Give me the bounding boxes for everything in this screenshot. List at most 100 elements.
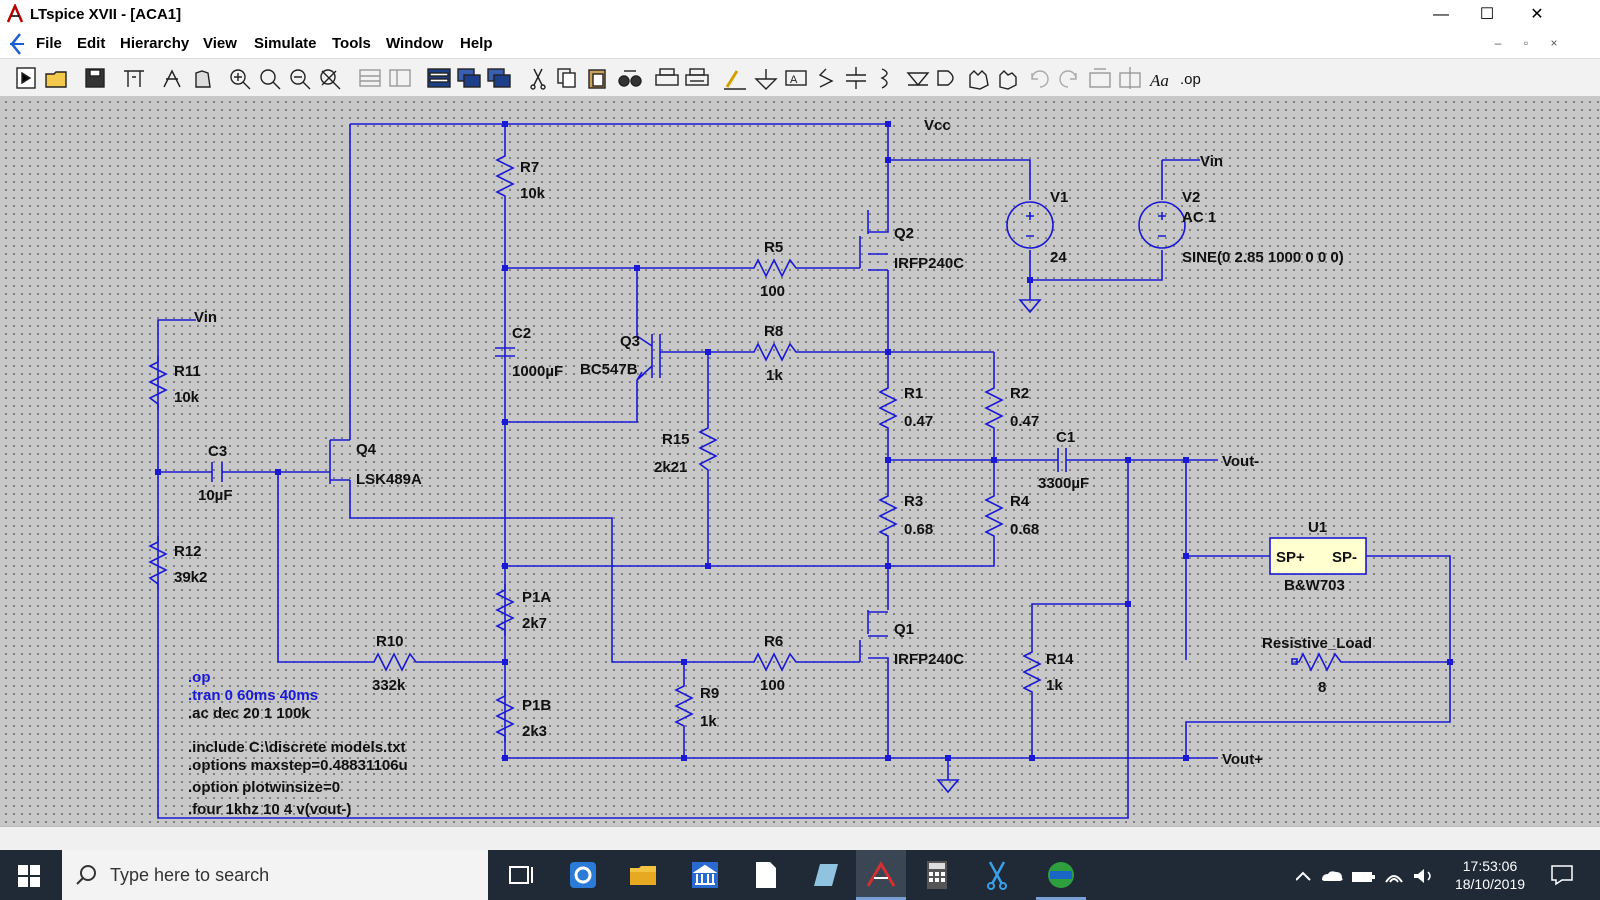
- windows-start-icon[interactable]: [18, 865, 40, 887]
- directive-tran: .tran 0 60ms 40ms: [188, 687, 318, 704]
- v2-sine: SINE(0 2.85 1000 0 0 0): [1182, 249, 1344, 266]
- q3-name: Q3: [620, 333, 640, 350]
- inductor-icon[interactable]: [880, 68, 888, 89]
- component-icon[interactable]: [937, 70, 954, 86]
- ground-icon[interactable]: [754, 69, 778, 90]
- r2-value: 0.47: [1010, 413, 1039, 430]
- new-schematic-icon[interactable]: [16, 67, 36, 89]
- menu-tools[interactable]: Tools: [332, 35, 371, 52]
- move-icon[interactable]: [969, 70, 989, 90]
- mdi-child-icon[interactable]: [6, 32, 26, 56]
- r9-name: R9: [700, 685, 719, 702]
- app-blue-icon[interactable]: [810, 858, 844, 892]
- print-icon[interactable]: [655, 68, 679, 86]
- r14-name: R14: [1046, 651, 1074, 668]
- system-tray-icons[interactable]: [1296, 866, 1466, 886]
- notification-center-icon[interactable]: [1550, 863, 1574, 887]
- r15-value: 2k21: [654, 459, 687, 476]
- r2-name: R2: [1010, 385, 1029, 402]
- save-icon[interactable]: [85, 68, 105, 88]
- zoom-full-icon[interactable]: [320, 69, 341, 90]
- r11-name: R11: [174, 363, 201, 380]
- net-label-vin-top: Vin: [1200, 153, 1223, 170]
- wires[interactable]: [157, 123, 1451, 819]
- text-tool-label[interactable]: Aa: [1149, 71, 1169, 90]
- tile-v-icon[interactable]: [389, 69, 411, 87]
- file-explorer-icon[interactable]: [626, 858, 660, 892]
- minimize-button[interactable]: —: [1433, 6, 1449, 23]
- halt-icon[interactable]: [195, 70, 211, 88]
- cut-icon[interactable]: [530, 68, 546, 90]
- zoom-in-icon[interactable]: [230, 69, 251, 90]
- components[interactable]: [148, 152, 1367, 794]
- run-icon[interactable]: [163, 69, 181, 88]
- q4-value: LSK489A: [356, 471, 422, 488]
- menu-help[interactable]: Help: [460, 35, 493, 52]
- menu-file[interactable]: File: [36, 35, 62, 52]
- menu-window[interactable]: Window: [386, 35, 444, 52]
- find-icon[interactable]: [618, 70, 642, 87]
- cascade-icon[interactable]: [427, 68, 451, 88]
- snipping-tool-icon[interactable]: [980, 858, 1014, 892]
- c3-name: C3: [208, 443, 227, 460]
- menu-simulate[interactable]: Simulate: [254, 35, 317, 52]
- labels: Vcc Vin Vin Vout- Vout+ R7 10k R5 100 R8…: [174, 117, 1372, 768]
- copy-icon[interactable]: [557, 68, 576, 88]
- mdi-restore-button[interactable]: ▫: [1523, 36, 1529, 50]
- tile-h-icon[interactable]: [359, 69, 381, 87]
- green-app-taskbar-button[interactable]: [1036, 850, 1086, 900]
- schematic-canvas[interactable]: Vcc Vin Vin Vout- Vout+ R7 10k R5 100 R8…: [0, 96, 1600, 826]
- ltspice-taskbar-button[interactable]: [856, 850, 906, 900]
- directive-four: .four 1khz 10 4 v(vout-): [188, 801, 351, 818]
- status-bar: [0, 826, 1600, 851]
- spice-directives[interactable]: .op .tran 0 60ms 40ms .ac dec 20 1 100k …: [188, 669, 408, 818]
- diode-icon[interactable]: [906, 72, 930, 87]
- taskbar-clock[interactable]: 17:53:06 18/10/2019: [1440, 857, 1540, 893]
- redo-icon[interactable]: [1059, 70, 1077, 88]
- resistor-icon[interactable]: [818, 68, 834, 88]
- draw-wire-icon[interactable]: [724, 70, 746, 90]
- app-green-icon: [1048, 862, 1074, 888]
- directive-options: .options maxstep=0.48831106u: [188, 757, 408, 774]
- label-net-icon[interactable]: A: [785, 70, 807, 86]
- svg-text:A: A: [790, 74, 798, 86]
- mdi-minimize-button[interactable]: –: [1494, 36, 1502, 50]
- open-icon[interactable]: [45, 71, 67, 88]
- window-1-icon[interactable]: [457, 68, 481, 88]
- r6-name: R6: [764, 633, 783, 650]
- u1-pin-spplus: SP+: [1276, 549, 1305, 566]
- bank-app-icon[interactable]: [688, 858, 722, 892]
- r15-name: R15: [662, 431, 690, 448]
- r4-name: R4: [1010, 493, 1030, 510]
- undo-icon[interactable]: [1031, 70, 1049, 88]
- directive-include: .include C:\discrete models.txt: [188, 739, 406, 756]
- r4-value: 0.68: [1010, 521, 1039, 538]
- menu-hierarchy[interactable]: Hierarchy: [120, 35, 190, 52]
- menu-edit[interactable]: Edit: [77, 35, 106, 52]
- edge-app-icon[interactable]: [566, 858, 600, 892]
- notes-app-icon[interactable]: [748, 858, 782, 892]
- print-preview-icon[interactable]: [685, 68, 709, 86]
- control-panel-icon[interactable]: [124, 70, 144, 87]
- capacitor-icon[interactable]: [846, 67, 866, 89]
- close-button[interactable]: ✕: [1530, 6, 1544, 23]
- mirror-icon[interactable]: [1119, 67, 1141, 89]
- menu-view[interactable]: View: [203, 35, 237, 52]
- q2-name: Q2: [894, 225, 914, 242]
- mdi-close-button[interactable]: ×: [1550, 36, 1558, 50]
- spice-directive-label[interactable]: .op: [1180, 71, 1201, 88]
- taskbar-search-box[interactable]: Type here to search: [62, 850, 488, 900]
- p1a-name: P1A: [522, 589, 551, 606]
- toolbar: A Aa .op: [0, 58, 1600, 98]
- window-2-icon[interactable]: [487, 68, 511, 88]
- task-view-icon[interactable]: [504, 858, 538, 892]
- paste-icon[interactable]: [588, 69, 606, 89]
- rotate-icon[interactable]: [1089, 68, 1111, 88]
- maximize-button[interactable]: ☐: [1479, 6, 1495, 23]
- drag-icon[interactable]: [999, 70, 1017, 90]
- zoom-out-icon[interactable]: [290, 69, 311, 90]
- clock-date: 18/10/2019: [1454, 876, 1526, 892]
- pan-icon[interactable]: [260, 69, 281, 90]
- q3-value: BC547B: [580, 361, 638, 378]
- calculator-icon[interactable]: [920, 858, 954, 892]
